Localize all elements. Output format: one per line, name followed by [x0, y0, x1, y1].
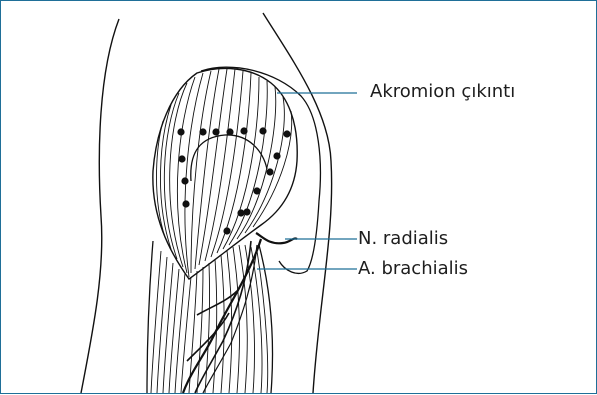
label-acromion: Akromion çıkıntı: [370, 83, 515, 101]
injection-point: [240, 127, 247, 134]
label-brachial-artery: A. brachialis: [358, 260, 468, 278]
injection-point: [212, 128, 219, 135]
injection-point: [283, 130, 290, 137]
label-radial-nerve: N. radialis: [358, 230, 448, 248]
injection-point: [182, 200, 189, 207]
injection-point: [177, 128, 184, 135]
biceps-outline: [259, 245, 273, 393]
injection-point: [273, 152, 280, 159]
arm-outline-left: [81, 19, 119, 393]
injection-point: [237, 209, 244, 216]
injection-point: [226, 128, 233, 135]
injection-point: [243, 208, 250, 215]
injection-point: [199, 128, 206, 135]
injection-point: [223, 227, 230, 234]
injection-point: [181, 177, 188, 184]
injection-point: [178, 155, 185, 162]
injection-point: [266, 168, 273, 175]
injection-point: [259, 127, 266, 134]
injection-point: [253, 187, 260, 194]
